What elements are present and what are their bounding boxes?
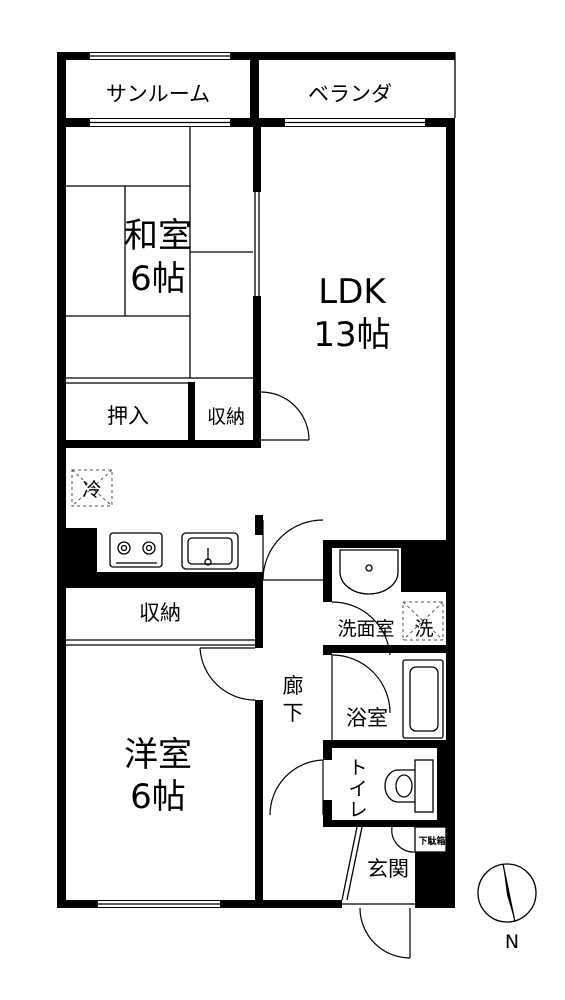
label-senmen: 洗面室	[337, 618, 394, 640]
label-toilet-2: イ	[348, 778, 367, 800]
genkan-step	[341, 826, 358, 901]
label-shuno-lower: 収納	[139, 601, 181, 625]
bath-door	[331, 654, 391, 714]
label-fridge: 冷	[82, 479, 101, 501]
label-washer: 洗	[414, 618, 433, 640]
label-sunroom: サンルーム	[106, 82, 210, 106]
bathtub-icon	[402, 659, 444, 739]
label-washitsu-name: 和室	[124, 216, 192, 256]
toilet-icon	[384, 759, 434, 813]
label-roka-1: 廊	[283, 674, 304, 698]
compass-icon	[477, 863, 537, 923]
label-shuno-upper: 収納	[207, 406, 245, 428]
washer-space	[402, 601, 444, 641]
tatami-lines	[66, 127, 253, 384]
label-yokushitsu: 浴室	[346, 706, 388, 730]
label-yoshitsu-name: 洋室	[124, 735, 192, 775]
label-washitsu-size: 6帖	[130, 259, 186, 299]
label-ldk-size: 13帖	[313, 315, 390, 355]
ldk-door	[262, 519, 324, 581]
label-toilet-1: ト	[348, 757, 367, 779]
label-toilet-3: レ	[348, 799, 367, 821]
label-shoebox: 下駄箱	[418, 835, 445, 847]
compass-label: N	[505, 931, 519, 953]
label-roka-2: 下	[283, 701, 304, 725]
yoshitsu-door	[199, 647, 256, 701]
kitchen-sink-icon	[181, 532, 239, 570]
label-oshiire: 押入	[107, 404, 149, 428]
toilet-door	[269, 759, 324, 816]
stove-icon	[109, 532, 163, 568]
label-ldk-name: LDK	[318, 272, 387, 312]
entrance-door	[359, 907, 411, 959]
label-genkan: 玄関	[367, 857, 409, 881]
senmen-door	[331, 601, 391, 656]
interior-walls	[57, 52, 455, 908]
label-veranda: ベランダ	[308, 82, 392, 106]
fridge-space	[71, 469, 113, 507]
shuno-upper-door	[260, 391, 310, 441]
washbasin-icon	[339, 549, 399, 595]
shoe-cabinet-door	[391, 826, 416, 853]
shoe-cabinet	[414, 826, 447, 853]
label-yoshitsu-size: 6帖	[130, 777, 186, 817]
